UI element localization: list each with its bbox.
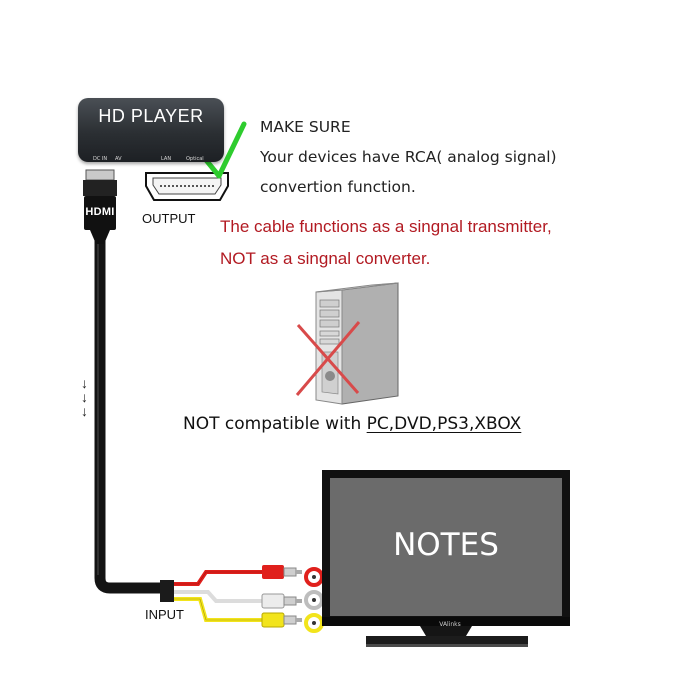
tv-image xyxy=(322,470,570,647)
output-label: OUTPUT xyxy=(142,211,196,226)
tv-screen-text: NOTES xyxy=(393,527,499,563)
green-check-icon xyxy=(203,121,247,179)
warning-line-2: NOT as a singnal converter. xyxy=(220,249,431,268)
rca-plug-white xyxy=(261,593,302,609)
incompatible-devices: PC,DVD,PS3,XBOX xyxy=(366,414,522,434)
compatibility-note: NOT compatible with PC,DVD,PS3,XBOX xyxy=(183,414,521,434)
warning-line-1: The cable functions as a singnal transmi… xyxy=(220,217,552,236)
port-label-av: AV xyxy=(115,156,122,162)
rca-plug-red xyxy=(262,565,302,579)
port-label-dc-in: DC IN xyxy=(93,156,108,162)
hdmi-plug xyxy=(83,169,117,244)
compatibility-prefix: NOT compatible with xyxy=(183,414,367,434)
instruction-line-2: convertion function. xyxy=(260,178,416,196)
splitter-block xyxy=(160,580,174,602)
down-arrows-icon: ↓ ↓ ↓ xyxy=(81,375,88,419)
rca-jack-red xyxy=(304,567,324,587)
instruction-line-1: Your devices have RCA( analog signal) xyxy=(260,148,557,166)
red-x-icon xyxy=(295,321,361,396)
hdmi-cable xyxy=(94,234,174,594)
tv-brand: VAlinks xyxy=(439,621,461,628)
hdmi-label: HDMI xyxy=(85,206,115,218)
rca-cables xyxy=(174,570,276,622)
rca-plug-yellow xyxy=(261,612,302,628)
port-label-lan: LAN xyxy=(161,156,172,162)
make-sure-heading: MAKE SURE xyxy=(260,118,351,136)
player-title: HD PLAYER xyxy=(98,106,204,126)
hdmi-port-outline xyxy=(145,172,229,201)
port-label-optical: Optical xyxy=(186,156,204,162)
rca-jack-yellow xyxy=(304,613,324,633)
rca-jack-white xyxy=(304,590,324,610)
pc-tower-image xyxy=(315,282,399,405)
input-label: INPUT xyxy=(145,607,184,622)
hd-player-device xyxy=(78,98,224,162)
